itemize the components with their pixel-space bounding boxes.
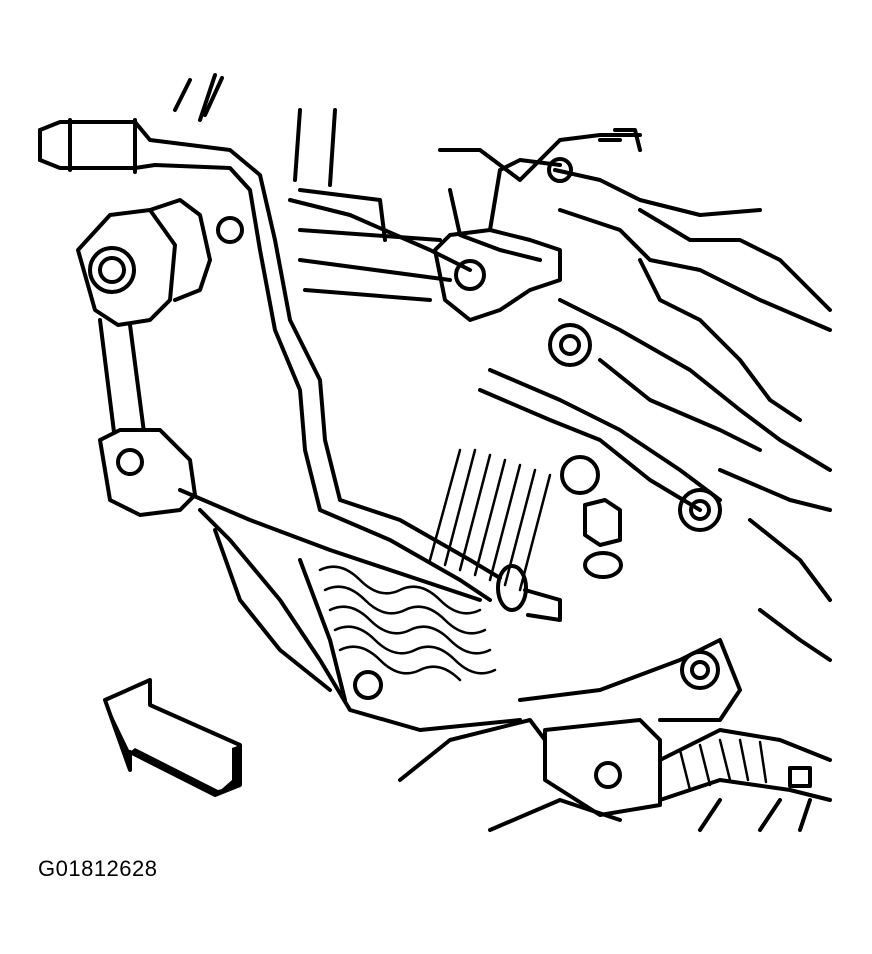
suspension-bolts — [478, 368, 722, 579]
coil-spring — [318, 448, 552, 682]
direction-arrow — [103, 678, 242, 797]
stabilizer-bar-link — [76, 198, 244, 517]
upper-bracket — [433, 157, 592, 367]
lower-knuckle — [398, 718, 832, 832]
stabilizer-bar — [38, 118, 562, 622]
figure-id-label: G01812628 — [38, 856, 158, 881]
control-arm — [178, 488, 742, 732]
frame-rail — [173, 73, 832, 662]
